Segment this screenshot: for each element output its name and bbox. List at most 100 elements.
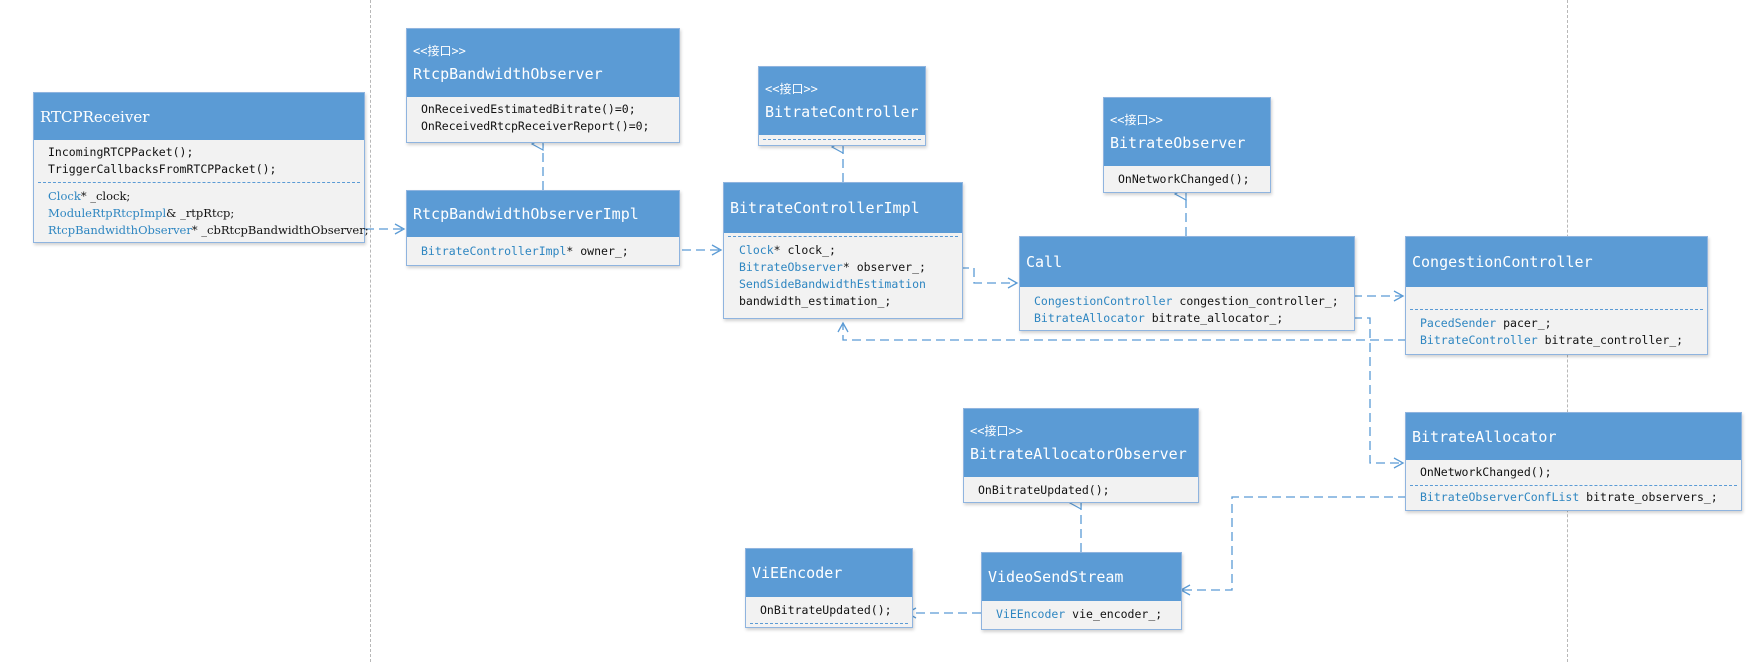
class-congestioncontroller: CongestionController PacedSender pacer_;… (1405, 236, 1708, 355)
field-line: ModuleRtpRtcpImpl& _rtpRtcp; (48, 205, 350, 222)
field-type: ModuleRtpRtcpImpl (48, 206, 167, 220)
method-section: OnBitrateUpdated(); (746, 597, 912, 622)
method-line: OnNetworkChanged(); (1420, 465, 1552, 479)
class-header: <<接口>> BitrateController (759, 67, 925, 135)
class-header: RtcpBandwidthObserverImpl (407, 191, 679, 237)
field-name: vie_encoder_; (1065, 607, 1163, 621)
field-name: pacer_; (1496, 316, 1552, 330)
field-section: Clock* _clock; ModuleRtpRtcpImpl& _rtpRt… (34, 184, 369, 242)
field-line: BitrateController bitrate_controller_; (1420, 332, 1693, 349)
field-line: PacedSender pacer_; (1420, 315, 1693, 332)
method-line: TriggerCallbacksFromRTCPPacket(); (48, 162, 277, 176)
interface-stereotype: <<接口>> (413, 44, 466, 58)
class-bitrateallocator: BitrateAllocator OnNetworkChanged(); Bit… (1405, 412, 1742, 511)
edge-congestion-to-bcimpl (837, 321, 1407, 341)
method-line: IncomingRTCPPacket(); (48, 145, 194, 159)
field-line: RtcpBandwidthObserver* _cbRtcpBandwidthO… (48, 222, 369, 239)
class-header: CongestionController (1406, 237, 1707, 287)
field-name: & _rtpRtcp; (166, 206, 235, 220)
method-section: OnReceivedEstimatedBitrate()=0; OnReceiv… (407, 97, 679, 138)
field-type: CongestionController (1034, 294, 1173, 308)
edge-allocator-to-videosendstream (1179, 496, 1407, 596)
class-bitrateobserver: <<接口>> BitrateObserver OnNetworkChanged(… (1103, 97, 1271, 193)
class-name: RTCPReceiver (40, 107, 150, 126)
field-type: Clock (739, 243, 774, 257)
field-section: BitrateObserverConfList bitrate_observer… (1406, 487, 1741, 509)
field-name: * _clock; (80, 189, 131, 203)
class-name: BitrateObserver (1110, 134, 1246, 152)
class-header: <<接口>> BitrateObserver (1104, 98, 1270, 166)
field-line: Clock* clock_; (739, 242, 948, 259)
section-divider (1410, 309, 1703, 310)
swimlane-divider-left (370, 0, 371, 662)
class-videosendstream: VideoSendStream ViEEncoder vie_encoder_; (981, 552, 1182, 630)
field-line: Clock* _clock; (48, 188, 350, 205)
edge-call-to-allocator (1353, 317, 1405, 469)
field-type: BitrateObserver (739, 260, 843, 274)
method-line: OnBitrateUpdated(); (978, 483, 1110, 497)
section-divider (728, 236, 958, 237)
section-divider (763, 139, 921, 140)
class-rtcpbandwidthobserver: <<接口>> RtcpBandwidthObserver OnReceivedE… (406, 28, 680, 143)
method-line: OnReceivedRtcpReceiverReport()=0; (421, 119, 650, 133)
class-name: RtcpBandwidthObserver (413, 65, 603, 83)
class-header: <<接口>> RtcpBandwidthObserver (407, 29, 679, 97)
section-divider (1410, 485, 1737, 486)
class-header: RTCPReceiver (34, 93, 364, 140)
class-name: CongestionController (1412, 253, 1593, 271)
field-name: * observer_; (842, 260, 926, 274)
class-bitrateallocatorobserver: <<接口>> BitrateAllocatorObserver OnBitrat… (963, 408, 1199, 503)
field-name: bandwidth_estimation_; (739, 294, 892, 308)
field-type: BitrateObserverConfList (1420, 490, 1580, 504)
field-type: SendSideBandwidthEstimation (739, 277, 926, 291)
class-header: VideoSendStream (982, 553, 1181, 601)
class-header: BitrateControllerImpl (724, 183, 962, 233)
field-section: Clock* clock_; BitrateObserver* observer… (724, 238, 962, 313)
field-type: BitrateController (1420, 333, 1538, 347)
class-name: VideoSendStream (988, 568, 1124, 586)
class-name: BitrateControllerImpl (730, 199, 920, 217)
class-name: BitrateAllocatorObserver (970, 445, 1187, 463)
edge-bcimpl-to-call (960, 267, 1019, 289)
field-type: BitrateAllocator (1034, 311, 1145, 325)
field-line: BitrateObserverConfList bitrate_observer… (1420, 489, 1727, 506)
field-line: BitrateAllocator bitrate_allocator_; (1034, 310, 1340, 327)
field-type: ViEEncoder (996, 607, 1066, 621)
section-divider (750, 623, 908, 624)
field-line: CongestionController congestion_controll… (1034, 293, 1340, 310)
method-line: OnBitrateUpdated(); (760, 603, 892, 617)
class-header: Call (1020, 237, 1354, 287)
field-section: ViEEncoder vie_encoder_; (982, 601, 1181, 626)
field-type: PacedSender (1420, 316, 1497, 330)
class-rtcpbandwidthobserverimpl: RtcpBandwidthObserverImpl BitrateControl… (406, 190, 680, 266)
interface-stereotype: <<接口>> (970, 424, 1023, 438)
class-header: BitrateAllocator (1406, 413, 1741, 460)
method-section: OnBitrateUpdated(); (964, 477, 1198, 502)
field-section: CongestionController congestion_controll… (1020, 287, 1354, 330)
field-name: * _cbRtcpBandwidthObserver; (191, 223, 369, 237)
field-name: * clock_; (773, 243, 836, 257)
class-name: BitrateController (765, 103, 919, 121)
field-name: bitrate_controller_; (1537, 333, 1684, 347)
method-line: OnNetworkChanged(); (1118, 172, 1250, 186)
class-header: ViEEncoder (746, 549, 912, 597)
field-line: BitrateObserver* observer_; (739, 259, 948, 276)
field-section: BitrateControllerImpl* owner_; (407, 237, 679, 263)
class-header: <<接口>> BitrateAllocatorObserver (964, 409, 1198, 477)
method-line: OnReceivedEstimatedBitrate()=0; (421, 102, 636, 116)
field-name: * owner_; (566, 244, 629, 258)
class-vieencoder: ViEEncoder OnBitrateUpdated(); (745, 548, 913, 628)
interface-stereotype: <<接口>> (1110, 113, 1163, 127)
method-section: OnNetworkChanged(); (1104, 166, 1270, 191)
field-line: ViEEncoder vie_encoder_; (996, 606, 1167, 623)
field-type: RtcpBandwidthObserver (48, 223, 192, 237)
method-section: OnNetworkChanged(); (1406, 460, 1741, 484)
field-name: congestion_controller_; (1172, 294, 1339, 308)
field-type: Clock (48, 189, 81, 203)
field-name: bitrate_allocator_; (1144, 311, 1284, 325)
class-bitratecontroller: <<接口>> BitrateController (758, 66, 926, 146)
class-bitratecontrollerimpl: BitrateControllerImpl Clock* clock_; Bit… (723, 182, 963, 319)
class-name: ViEEncoder (752, 564, 843, 582)
interface-stereotype: <<接口>> (765, 82, 818, 96)
